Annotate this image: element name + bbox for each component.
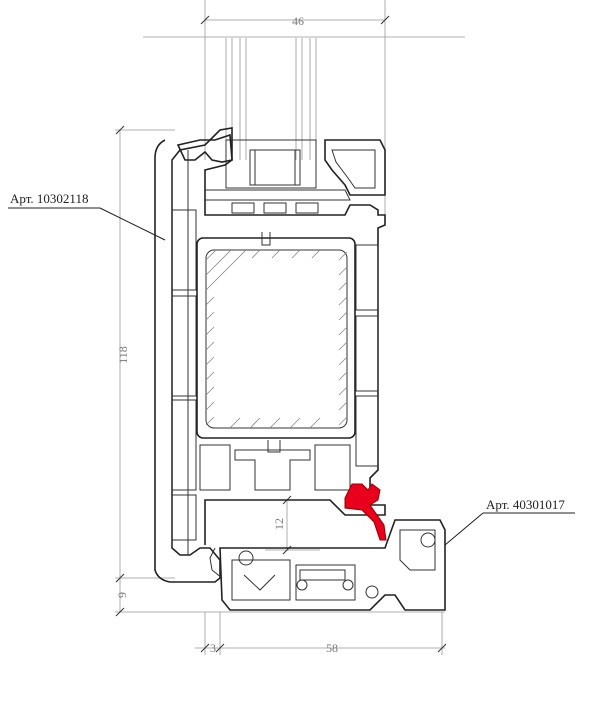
chamber bbox=[171, 494, 197, 541]
frame-clip-round bbox=[238, 550, 254, 566]
callout-right bbox=[444, 512, 575, 546]
chamber bbox=[171, 209, 197, 291]
bottom-frame-profile bbox=[209, 519, 446, 611]
callout-seal-article: Арт. 40301017 bbox=[486, 497, 565, 512]
chamber bbox=[171, 295, 197, 397]
dim-bottom-offset: 3 bbox=[210, 641, 216, 655]
dim-top-width: 46 bbox=[292, 14, 304, 28]
callout-left bbox=[8, 207, 166, 241]
dim-bottom-width: 58 bbox=[326, 641, 338, 655]
callout-frame-article: Арт. 10302118 bbox=[10, 191, 88, 206]
steel-reinforcement bbox=[196, 232, 356, 453]
seal-profile bbox=[344, 483, 387, 541]
seal-shape bbox=[344, 483, 387, 541]
lower-chambers bbox=[199, 444, 351, 491]
dim-inner-height: 12 bbox=[272, 518, 286, 530]
frame-profile bbox=[154, 127, 386, 583]
dimension-lines bbox=[115, 0, 465, 655]
chamber bbox=[171, 399, 197, 491]
dim-bottom-height: 9 bbox=[115, 592, 129, 598]
glazing-unit bbox=[225, 38, 317, 189]
right-chambers bbox=[355, 244, 379, 467]
dim-overall-height: 118 bbox=[116, 346, 130, 364]
